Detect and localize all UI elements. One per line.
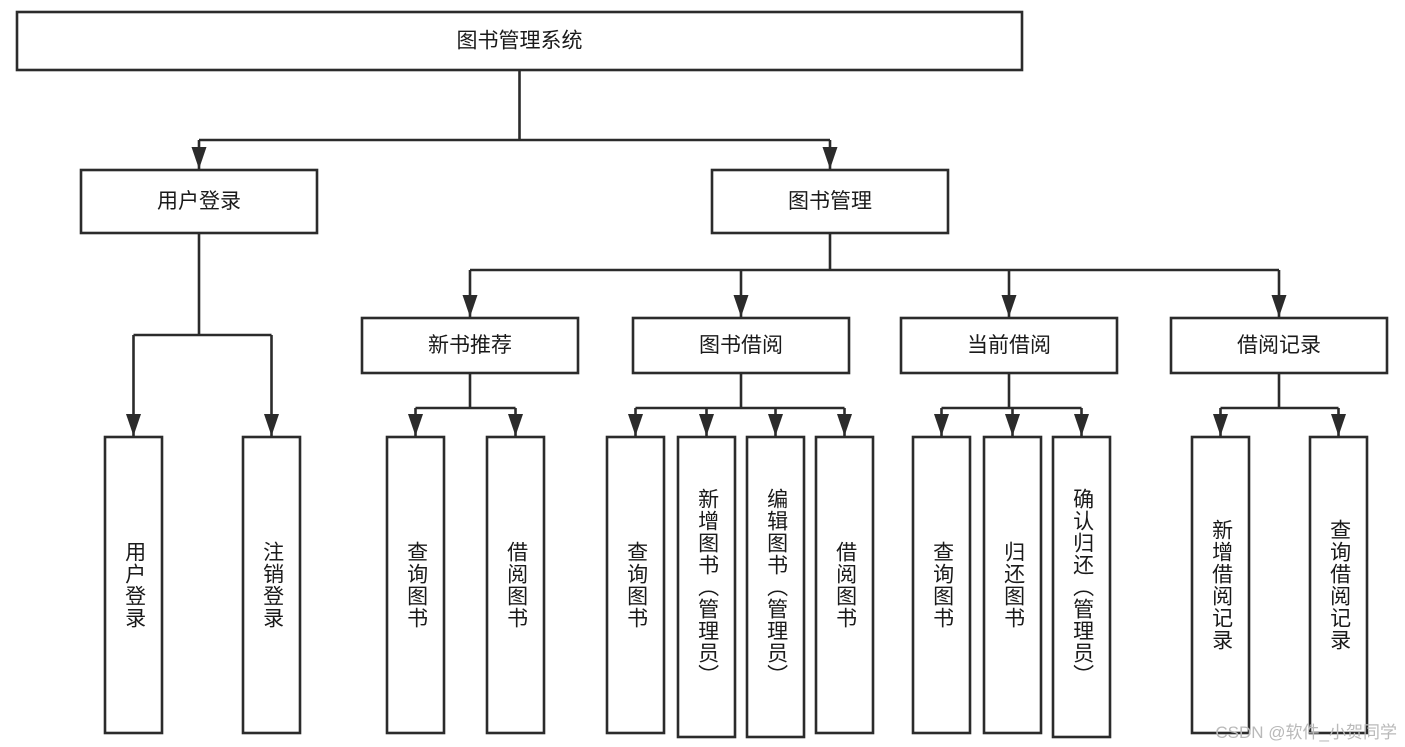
node-leaf-query-book-rec[interactable] <box>385 435 446 735</box>
node-leaf-confirm-return[interactable] <box>1051 435 1112 739</box>
node-borrow-record[interactable] <box>1169 316 1389 375</box>
current-borrow-leaf-arrow-1 <box>1005 414 1020 436</box>
connector-edges <box>126 70 1346 436</box>
node-root[interactable] <box>15 10 1024 72</box>
node-leaf-query-record[interactable] <box>1308 435 1369 735</box>
book-manage-arrow-3 <box>1271 295 1287 317</box>
current-borrow-leaf-arrow-2 <box>1074 414 1089 436</box>
book-borrow-leaf-arrow-1 <box>699 414 714 436</box>
node-leaf-return-book[interactable] <box>982 435 1043 735</box>
node-leaf-borrow-book[interactable] <box>814 435 875 735</box>
node-root-label: 图书管理系统 <box>457 30 583 53</box>
node-leaf-borrow-book-rec[interactable] <box>485 435 546 735</box>
node-leaf-user-login[interactable] <box>103 435 164 735</box>
node-leaf-logout[interactable] <box>241 435 302 735</box>
node-leaf-query-book-current[interactable] <box>911 435 972 735</box>
root-arrow-0 <box>191 147 207 169</box>
borrow-record-leaf-arrow-1 <box>1331 414 1346 436</box>
node-user-login[interactable] <box>79 168 319 235</box>
node-borrow-record-label: 借阅记录 <box>1237 334 1321 357</box>
watermark-text: CSDN @软件_小贺同学 <box>1215 723 1397 742</box>
node-book-borrow[interactable] <box>631 316 851 375</box>
borrow-record-leaf-arrow-0 <box>1213 414 1228 436</box>
node-new-book-recommend[interactable] <box>360 316 580 375</box>
node-current-borrow[interactable] <box>899 316 1119 375</box>
node-current-borrow-label: 当前借阅 <box>967 334 1051 357</box>
new-book-recommend-leaf-arrow-1 <box>508 414 523 436</box>
book-manage-arrow-1 <box>733 295 749 317</box>
node-boxes <box>15 10 1389 739</box>
new-book-recommend-leaf-arrow-0 <box>408 414 423 436</box>
node-new-book-recommend-label: 新书推荐 <box>428 334 512 357</box>
user-login-leaf-arrow-0 <box>126 414 141 436</box>
book-borrow-leaf-arrow-0 <box>628 414 643 436</box>
current-borrow-leaf-arrow-0 <box>934 414 949 436</box>
node-leaf-add-record[interactable] <box>1190 435 1251 735</box>
node-leaf-edit-book[interactable] <box>745 435 806 739</box>
book-borrow-leaf-arrow-2 <box>768 414 783 436</box>
node-book-manage[interactable] <box>710 168 950 235</box>
node-leaf-add-book[interactable] <box>676 435 737 739</box>
node-user-login-label: 用户登录 <box>157 190 241 213</box>
book-borrow-leaf-arrow-3 <box>837 414 852 436</box>
book-manage-arrow-2 <box>1001 295 1017 317</box>
node-book-manage-label: 图书管理 <box>788 190 872 213</box>
root-arrow-1 <box>822 147 838 169</box>
node-book-borrow-label: 图书借阅 <box>699 334 783 357</box>
book-manage-arrow-0 <box>462 295 478 317</box>
user-login-leaf-arrow-1 <box>264 414 279 436</box>
node-leaf-query-book-borrow[interactable] <box>605 435 666 735</box>
